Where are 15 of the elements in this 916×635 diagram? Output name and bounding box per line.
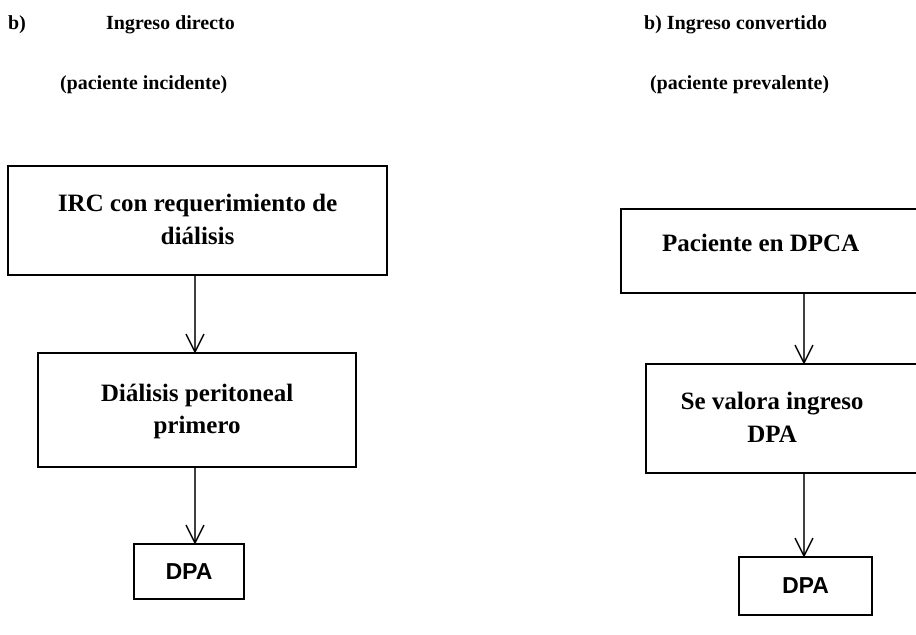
process-box: DPA (738, 556, 873, 616)
arrow (185, 276, 205, 353)
process-box: Diálisis peritoneal primero (37, 352, 357, 468)
arrow (794, 294, 814, 364)
arrow (185, 468, 205, 544)
process-box: IRC con requerimiento de diálisis (7, 165, 388, 276)
heading-text: (paciente incidente) (60, 72, 228, 95)
heading-text: b) (8, 12, 26, 35)
heading-text: (paciente prevalente) (650, 72, 830, 95)
process-box: Se valora ingreso DPA (645, 363, 916, 474)
heading-text: b) Ingreso convertido (644, 12, 827, 35)
process-box: Paciente en DPCA (620, 208, 916, 294)
arrow (794, 474, 814, 557)
heading-text: Ingreso directo (106, 12, 235, 35)
process-box: DPA (133, 543, 245, 600)
